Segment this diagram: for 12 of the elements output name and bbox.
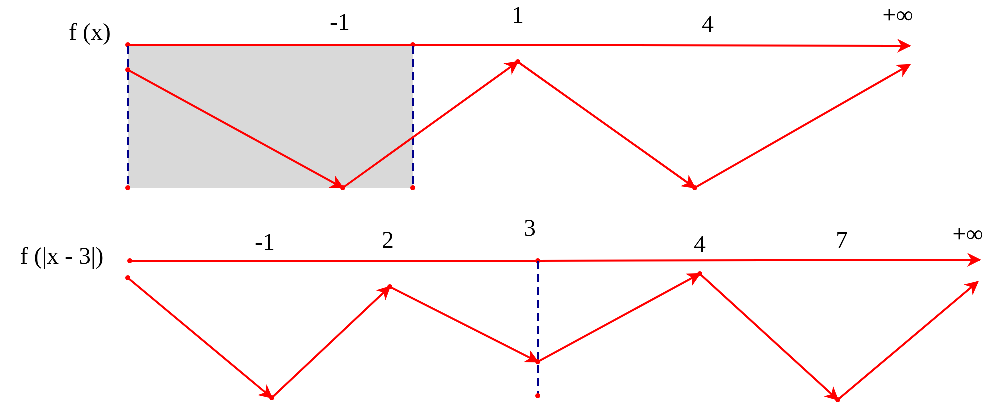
axis-value: 7: [836, 228, 848, 254]
axis-value: 1: [512, 3, 524, 29]
function-label: f (x): [69, 20, 111, 46]
function-label: f (|x - 3|): [20, 244, 104, 270]
axis-value: +∞: [882, 3, 914, 29]
axis-value: 2: [382, 228, 394, 254]
axis-value: 3: [524, 216, 536, 242]
axis-value: -1: [330, 10, 350, 36]
axis-value: -1: [255, 230, 275, 256]
axis-value: 4: [694, 232, 706, 258]
axis-value: 4: [702, 12, 714, 38]
axis-value: +∞: [952, 222, 984, 248]
